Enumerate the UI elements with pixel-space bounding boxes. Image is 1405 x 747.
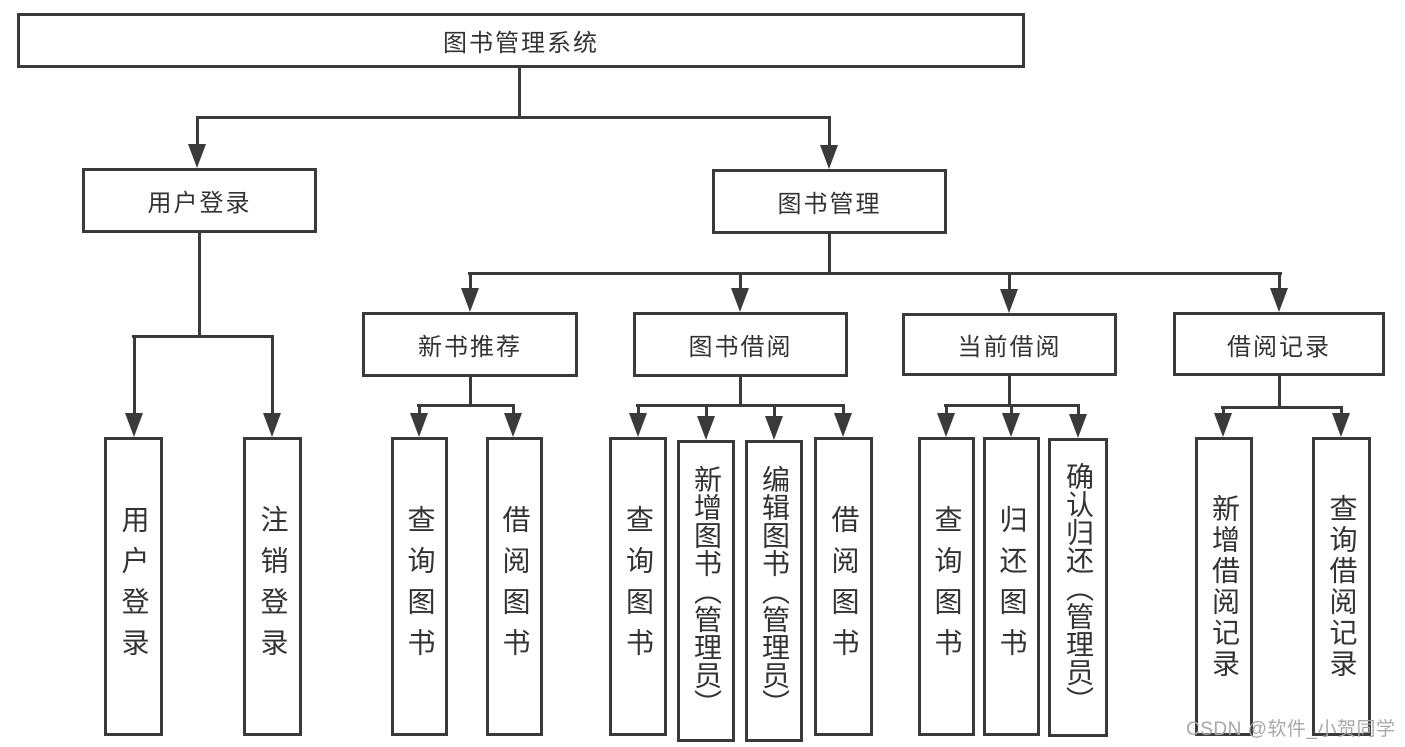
arrowhead-down-icon [461,288,479,312]
leaf-borrow-books-borrowing-label: 借阅图书 [828,504,860,669]
leaf-query-books-current-label: 查询图书 [931,504,963,669]
connector-line [196,117,199,147]
connector-line [512,404,515,416]
connector-line [1077,404,1080,417]
connector-line [196,116,831,119]
leaf-add-books-admin: 新增图书（管理员） [677,440,735,742]
leaf-add-borrow-record-label: 新增借阅记录 [1209,493,1240,680]
arrowhead-down-icon [1069,414,1087,438]
arrowhead-down-icon [263,413,281,437]
arrowhead-down-icon [820,145,838,169]
leaf-add-borrow-record: 新增借阅记录 [1195,437,1253,736]
leaf-return-books: 归还图书 [983,437,1040,736]
leaf-query-borrow-record-label: 查询借阅记录 [1326,493,1358,680]
leaf-query-books-current: 查询图书 [918,437,975,736]
connector-line [636,404,845,407]
arrowhead-down-icon [125,413,143,437]
connector-line [418,404,421,416]
arrowhead-down-icon [1214,413,1232,437]
connector-line [271,335,274,415]
connector-line [132,335,274,338]
connector-line [133,335,136,415]
leaf-borrow-books-recommend: 借阅图书 [486,437,543,736]
leaf-borrow-books-borrowing: 借阅图书 [814,437,873,736]
leaf-return-books-label: 归还图书 [996,504,1028,669]
leaf-borrow-books-recommend-label: 借阅图书 [499,504,531,669]
connector-line [1278,272,1281,290]
leaf-logout-login-label: 注销登录 [257,504,289,669]
leaf-query-books-recommend: 查询图书 [391,437,448,736]
arrowhead-down-icon [1270,288,1288,312]
arrowhead-down-icon [1002,413,1020,437]
arrowhead-down-icon [1000,289,1018,313]
arrowhead-down-icon [834,413,852,437]
connector-line [198,233,201,337]
connector-line [945,404,948,416]
leaf-user-login-label: 用户登录 [118,504,150,669]
leaf-query-borrow-record: 查询借阅记录 [1312,437,1371,736]
arrowhead-down-icon [697,416,715,440]
connector-line [1221,406,1343,409]
arrowhead-down-icon [410,413,428,437]
leaf-confirm-return-admin-label: 确认归还（管理员） [1063,461,1094,714]
node-book-borrowing: 图书借阅 [633,312,848,377]
node-library-management-system: 图书管理系统 [17,13,1025,68]
connector-line [705,404,708,418]
connector-line [469,272,472,290]
csdn-watermark: CSDN @软件_小贺同学 [1186,719,1396,740]
node-user-login: 用户登录 [82,168,317,233]
leaf-logout-login: 注销登录 [243,437,302,736]
leaf-edit-books-admin-label: 编辑图书（管理员） [759,465,790,717]
connector-line [1278,376,1281,408]
arrowhead-down-icon [504,413,522,437]
connector-line [468,272,1282,275]
node-book-management: 图书管理 [712,169,947,234]
leaf-edit-books-admin: 编辑图书（管理员） [745,440,803,742]
arrowhead-down-icon [765,416,783,440]
leaf-query-books-borrowing-label: 查询图书 [623,504,654,669]
arrowhead-down-icon [188,144,206,168]
connector-line [637,404,640,416]
leaf-add-books-admin-label: 新增图书（管理员） [691,465,722,717]
connector-line [417,404,515,407]
connector-line [1010,404,1013,416]
leaf-query-books-borrowing: 查询图书 [609,437,667,736]
connector-line [739,377,742,406]
arrowhead-down-icon [731,288,749,312]
leaf-confirm-return-admin: 确认归还（管理员） [1048,438,1108,737]
connector-line [739,272,742,290]
leaf-user-login: 用户登录 [104,437,163,736]
connector-line [1222,406,1225,415]
connector-line [828,117,831,148]
connector-line [1008,376,1011,406]
connector-line [773,404,776,418]
node-borrowing-records: 借阅记录 [1173,312,1385,376]
leaf-query-books-recommend-label: 查询图书 [404,504,436,669]
connector-line [469,377,472,406]
arrowhead-down-icon [1332,413,1350,437]
connector-line [1340,406,1343,415]
node-current-borrowing: 当前借阅 [902,313,1117,376]
arrowhead-down-icon [629,413,647,437]
connector-line [828,234,831,275]
arrowhead-down-icon [937,413,955,437]
node-new-book-recommendation: 新书推荐 [362,312,578,377]
connector-line [518,66,521,118]
connector-line [1008,272,1011,291]
connector-line [842,404,845,416]
